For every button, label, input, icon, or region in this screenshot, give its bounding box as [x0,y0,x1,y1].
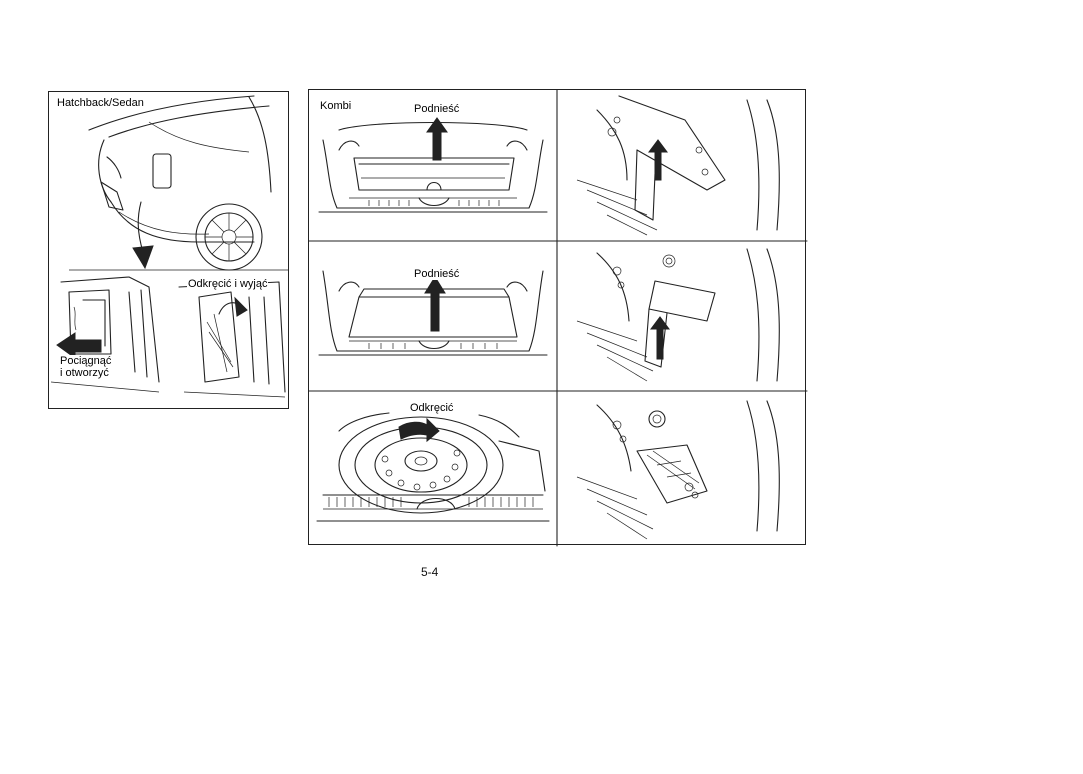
label-pull: Pociągnąć [59,355,113,367]
label-lift-cover: Podnieść [413,103,461,115]
spare-wheel-illustration [316,412,550,522]
label-kombi: Kombi [319,100,353,112]
jack-holder-illustration [576,400,780,540]
label-unscrew-and-remove: Odkręcić i wyjąć [187,278,269,290]
kombi-panel: Kombi Podnieść Podnieść Odkręcić [308,89,808,547]
label-lift-floor: Podnieść [413,268,461,280]
kombi-grid-lines [308,89,808,547]
boot-lift-floor-illustration [318,270,548,356]
label-unscrew-wheel: Odkręcić [409,402,455,414]
label-hatchback-sedan: Hatchback/Sedan [56,97,145,109]
car-rear-illustration [50,95,289,398]
hatchback-sedan-panel: Hatchback/Sedan Odkręcić i wyjąć Pociągn… [48,91,289,409]
page-number: 5-4 [421,565,439,579]
floor-bracket-illustration-2 [576,248,780,382]
boot-lift-cover-illustration [318,117,548,213]
label-and-open: i otworzyć [59,367,110,379]
floor-bracket-illustration-1 [576,95,780,236]
